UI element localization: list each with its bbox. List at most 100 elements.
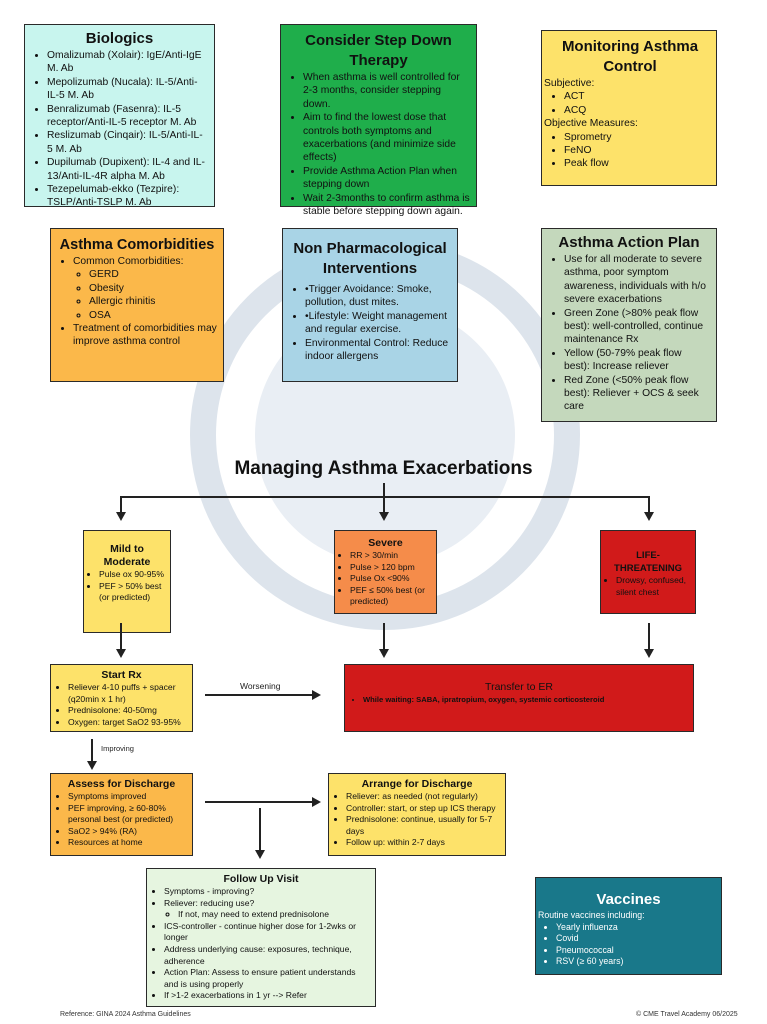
list-item: Yellow (50-79% peak flow best): Increase… <box>564 347 710 374</box>
list-item: Reliever: reducing use? If not, may need… <box>164 898 372 921</box>
list-item: ACQ <box>564 104 716 117</box>
list-item: Red Zone (<50% peak flow best): Reliever… <box>564 374 710 414</box>
transfer-er-box: Transfer to ER While waiting: SABA, ipra… <box>344 664 694 732</box>
follow-up-title: Follow Up Visit <box>223 873 299 885</box>
connector-line <box>91 739 93 761</box>
step-down-box: Consider Step Down Therapy When asthma i… <box>280 24 477 217</box>
list-item: ICS-controller - continue higher dose fo… <box>164 921 372 944</box>
list-item: Symptoms - improving? <box>164 886 372 898</box>
list-item: Prednisolone: continue, usually for 5-7 … <box>346 814 502 837</box>
list-item: GERD <box>89 268 217 281</box>
list-item: Mepolizumab (Nucala): IL-5/Anti-IL-5 M. … <box>47 76 208 103</box>
list-item: When asthma is well controlled for 2-3 m… <box>303 71 470 111</box>
arrow-head <box>255 850 265 859</box>
connector-line <box>205 694 312 696</box>
connector-line <box>383 623 385 649</box>
list-item: Pneumococcal <box>556 945 719 957</box>
arrow-head <box>116 649 126 658</box>
start-rx-box: Start Rx Reliever 4-10 puffs + spacer (q… <box>50 664 193 732</box>
connector-line <box>120 496 650 498</box>
list-item: •Trigger Avoidance: Smoke, pollution, du… <box>305 283 451 310</box>
list-item: Pulse > 120 bpm <box>350 562 433 574</box>
biologics-title: Biologics <box>85 30 154 47</box>
list-item: SaO2 > 94% (RA) <box>68 826 189 838</box>
list-item: Reliever: as needed (not regularly) <box>346 791 502 803</box>
list-item: RR > 30/min <box>350 550 433 562</box>
connector-line <box>383 483 385 497</box>
list-item-text: Reliever: reducing use? <box>164 897 255 908</box>
list-item: Covid <box>556 933 719 945</box>
page-title: Managing Asthma Exacerbations <box>234 458 533 479</box>
list-item: Obesity <box>89 282 217 295</box>
arrow-head <box>644 512 654 521</box>
list-item: Controller: start, or step up ICS therap… <box>346 803 502 815</box>
comorbidities-title: Asthma Comorbidities <box>59 237 215 253</box>
arrow-head <box>312 797 321 807</box>
comorbidities-lead: Common Comorbidities: <box>73 256 184 267</box>
arrow-head <box>379 512 389 521</box>
list-item: Reslizumab (Cinqair): IL-5/Anti-IL-5 M. … <box>47 129 208 156</box>
action-plan-title: Asthma Action Plan <box>558 234 700 251</box>
list-item: Action Plan: Assess to ensure patient un… <box>164 967 372 990</box>
list-item: If not, may need to extend prednisolone <box>178 909 372 921</box>
arrow-head <box>312 690 321 700</box>
list-item: OSA <box>89 309 217 322</box>
list-item: ACT <box>564 90 716 103</box>
assess-discharge-title: Assess for Discharge <box>67 778 176 790</box>
non-pharm-box: Non Pharmacological Interventions •Trigg… <box>282 228 458 382</box>
severe-title: Severe <box>368 537 403 549</box>
arrange-discharge-title: Arrange for Discharge <box>361 778 473 790</box>
vaccines-title: Vaccines <box>596 891 661 908</box>
mild-moderate-title: Mild to Moderate <box>103 543 151 568</box>
objective-label: Objective Measures: <box>544 118 638 130</box>
list-item: Wait 2-3months to confirm asthma is stab… <box>303 192 470 219</box>
list-item: FeNO <box>564 144 716 157</box>
list-item: Yearly influenza <box>556 922 719 934</box>
monitoring-box: Monitoring Asthma Control Subjective: AC… <box>541 30 717 186</box>
improving-label: Improving <box>101 744 134 753</box>
connector-line <box>120 496 122 512</box>
arrow-head <box>379 649 389 658</box>
list-item: Follow up: within 2-7 days <box>346 837 502 849</box>
list-item: Resources at home <box>68 837 189 849</box>
list-item: PEF improving, ≥ 60-80% personal best (o… <box>68 803 189 826</box>
list-item: Benralizumab (Fasenra): IL-5 receptor/An… <box>47 103 208 130</box>
arrow-head <box>644 649 654 658</box>
life-threatening-title: LIFE-THREATENING <box>614 550 682 574</box>
list-item: Address underlying cause: exposures, tec… <box>164 944 372 967</box>
list-item: Use for all moderate to severe asthma, p… <box>564 253 710 307</box>
list-item: If >1-2 exacerbations in 1 yr --> Refer <box>164 990 372 1002</box>
list-item: Pulse Ox <90% <box>350 573 433 585</box>
list-item: Green Zone (>80% peak flow best): well-c… <box>564 307 710 347</box>
life-threatening-box: LIFE-THREATENING Drowsy, confused, silen… <box>600 530 696 614</box>
list-item: •Lifestyle: Weight management and regula… <box>305 310 451 337</box>
step-down-title: Consider Step Down Therapy <box>305 32 452 69</box>
monitoring-title: Monitoring Asthma Control <box>561 38 699 75</box>
biologics-box: Biologics Omalizumab (Xolair): IgE/Anti-… <box>24 24 215 208</box>
mild-moderate-box: Mild to Moderate Pulse ox 90-95% PEF > 5… <box>83 530 171 633</box>
list-item: Dupilumab (Dupixent): IL-4 and IL-13/Ant… <box>47 156 208 183</box>
list-item: Common Comorbidities: GERD Obesity Aller… <box>73 255 217 322</box>
subjective-label: Subjective: <box>544 78 595 89</box>
vaccines-box: Vaccines Routine vaccines including: Yea… <box>535 877 722 975</box>
list-item: Oxygen: target SaO2 93-95% <box>68 717 189 729</box>
connector-line <box>383 496 385 512</box>
follow-up-box: Follow Up Visit Symptoms - improving? Re… <box>146 868 376 1007</box>
vaccines-lead: Routine vaccines including: <box>538 910 645 920</box>
list-item: Symptoms improved <box>68 791 189 803</box>
severe-box: Severe RR > 30/min Pulse > 120 bpm Pulse… <box>334 530 437 614</box>
list-item: While waiting: SABA, ipratropium, oxygen… <box>363 694 687 706</box>
transfer-er-title: Transfer to ER <box>485 681 553 693</box>
list-item: Omalizumab (Xolair): IgE/Anti-IgE M. Ab <box>47 49 208 76</box>
list-item: Treatment of comorbidities may improve a… <box>73 322 217 349</box>
list-item: Prednisolone: 40-50mg <box>68 705 189 717</box>
arrange-discharge-box: Arrange for Discharge Reliever: as neede… <box>328 773 506 856</box>
reference-footer: Reference: GINA 2024 Asthma Guidelines <box>60 1011 191 1018</box>
list-item: Sprometry <box>564 131 716 144</box>
list-item: Pulse ox 90-95% <box>99 569 167 581</box>
list-item: PEF ≤ 50% best (or predicted) <box>350 585 433 608</box>
list-item: Reliever 4-10 puffs + spacer (q20min x 1… <box>68 682 189 705</box>
connector-line <box>259 808 261 850</box>
list-item: Peak flow <box>564 157 716 170</box>
list-item: RSV (≥ 60 years) <box>556 956 719 968</box>
